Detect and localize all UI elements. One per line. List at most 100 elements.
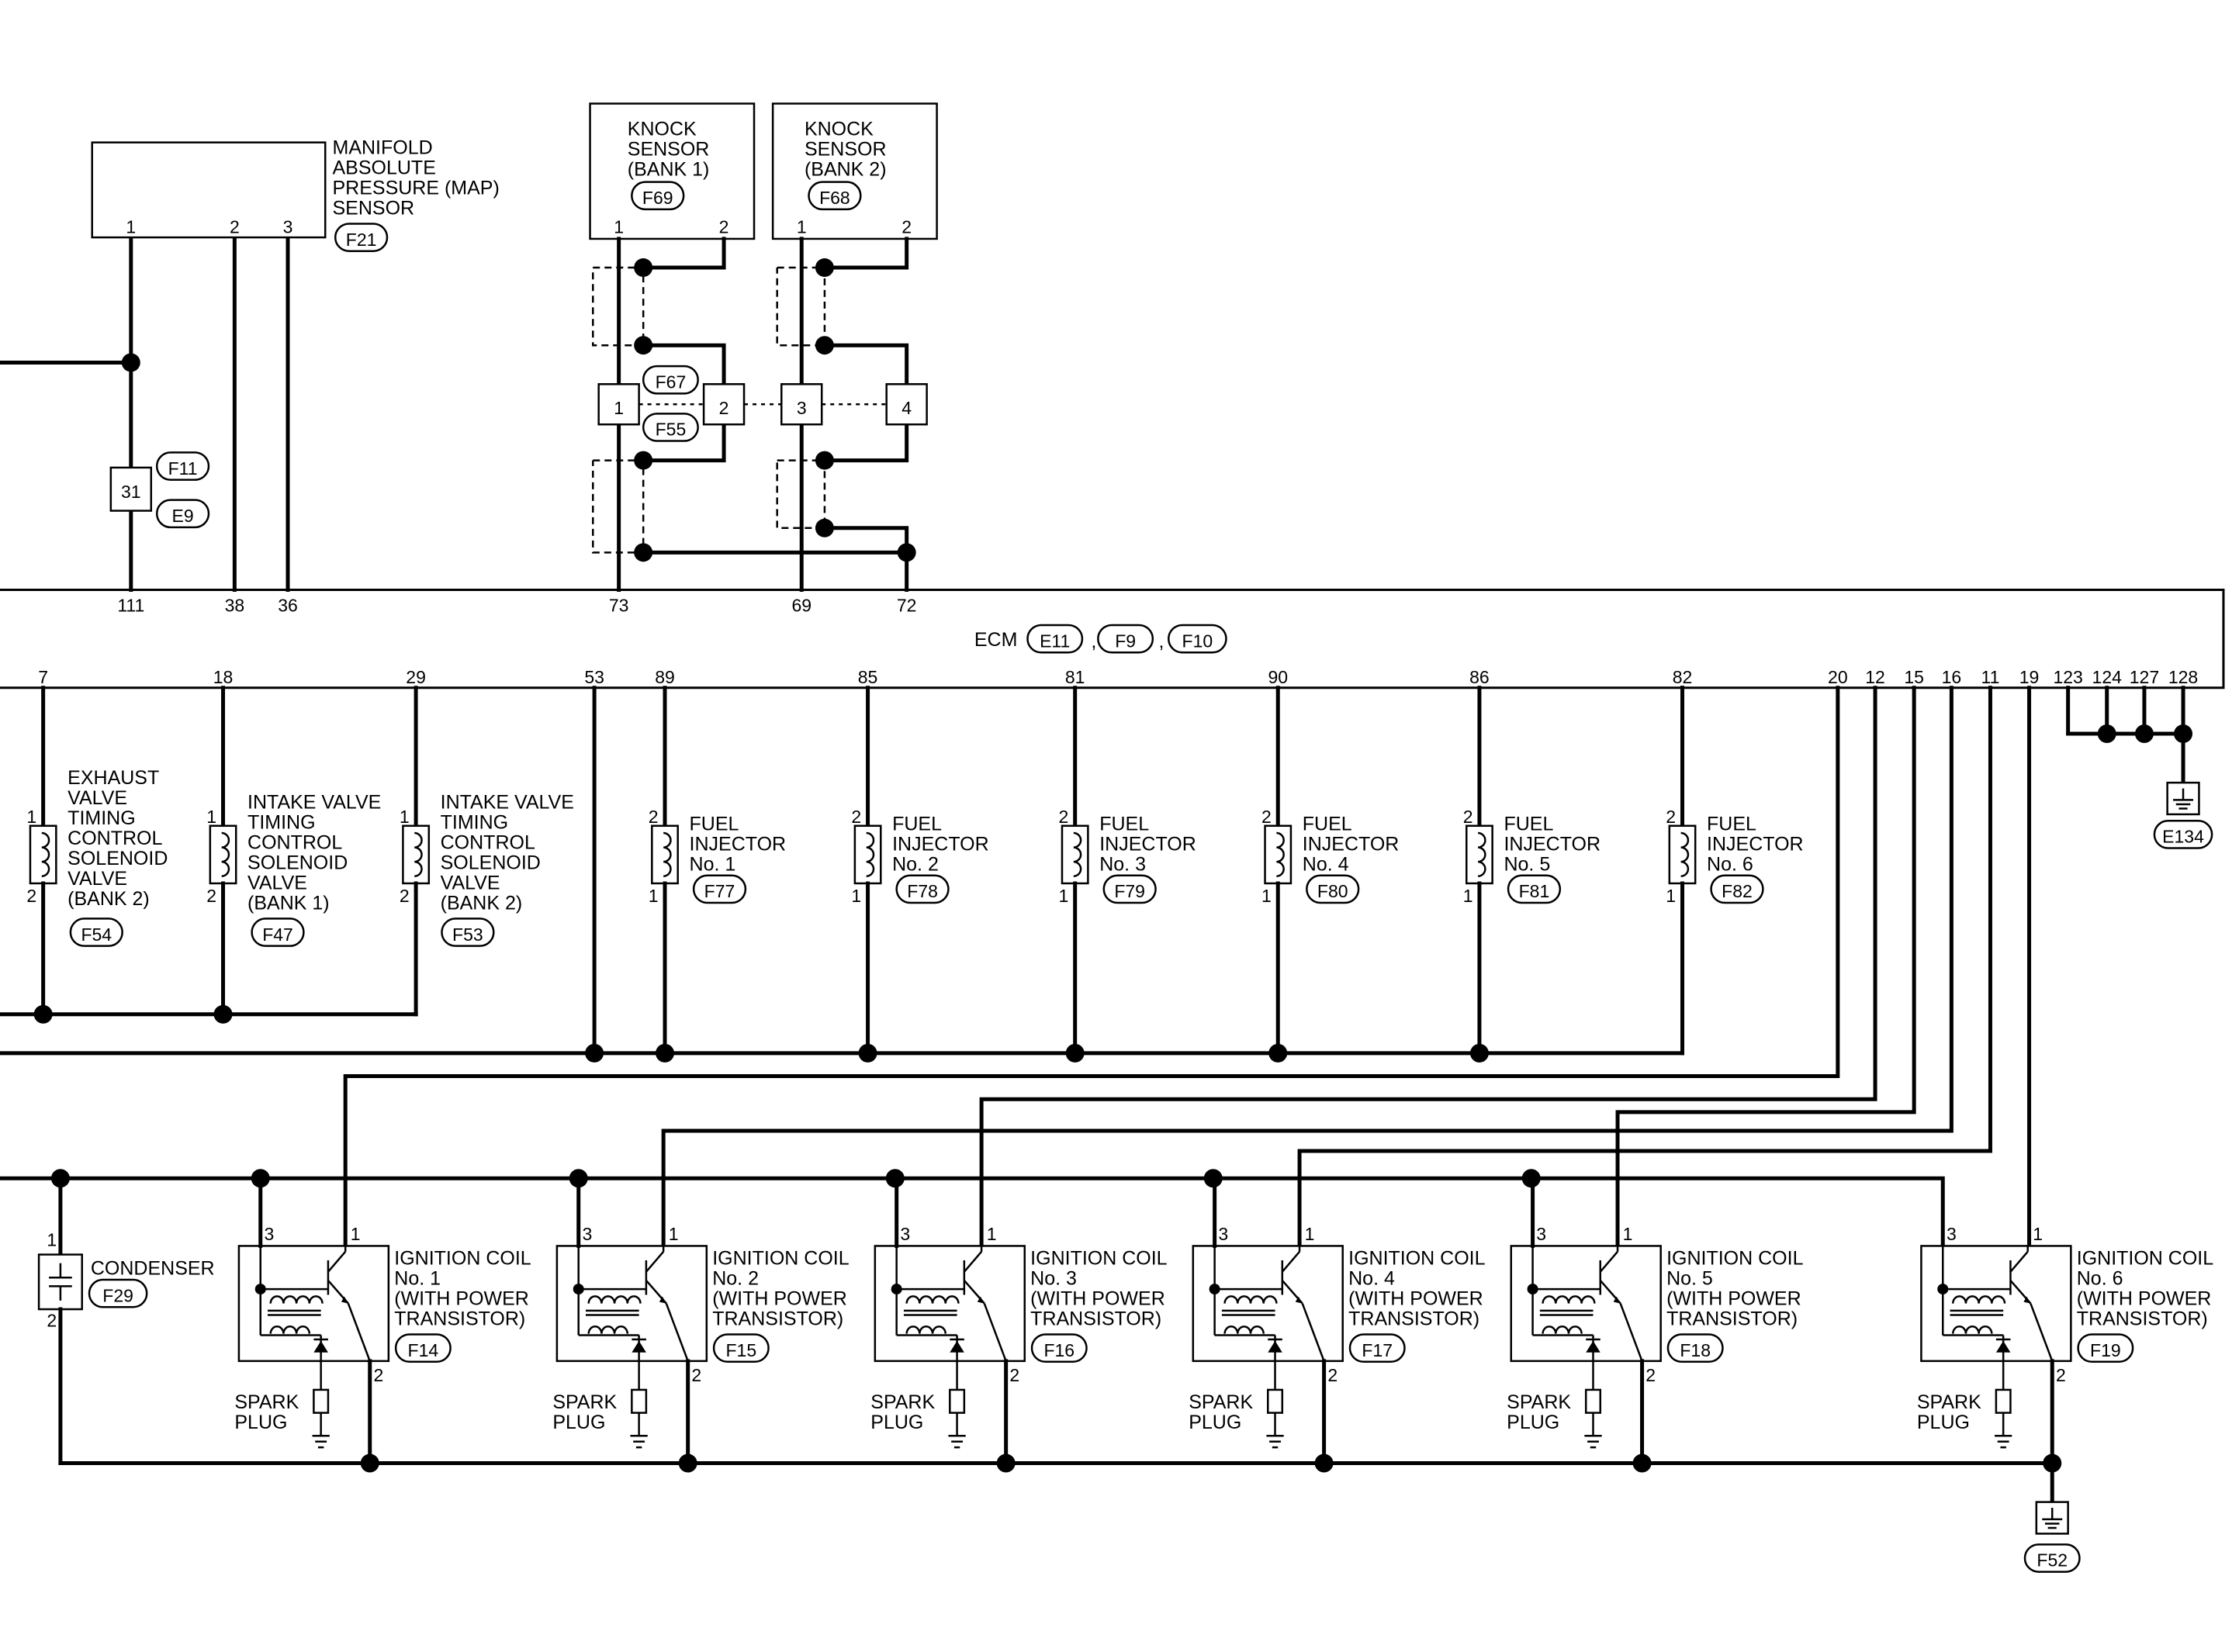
transistor-lead: [1301, 1303, 1325, 1362]
junction-dot: [1065, 1043, 1085, 1063]
ignition-connector-badge: F18: [1666, 1333, 1724, 1363]
spark-plug-icon: [1995, 1388, 2012, 1449]
knock-pin: 1: [797, 217, 807, 237]
injector-label: FUEL: [1504, 813, 1553, 835]
injector-pin: 1: [1058, 886, 1068, 906]
junction-dot: [656, 1043, 675, 1063]
transistor-arrow: [2023, 1296, 2031, 1304]
knock2-wire: [822, 237, 909, 270]
ignition-coil-label: TRANSISTOR): [1348, 1308, 1479, 1329]
solenoid-valves: 12EXHAUSTVALVETIMINGCONTROLSOLENOIDVALVE…: [0, 686, 574, 1024]
ignition-coil-label: IGNITION COIL: [1348, 1248, 1486, 1270]
badge-outline: [334, 223, 389, 252]
injector-pin: 1: [1261, 886, 1272, 906]
winding: [866, 831, 875, 877]
injector-label: INJECTOR: [1707, 833, 1804, 855]
badge-outline: [1507, 874, 1562, 904]
injector-label: FUEL: [1707, 813, 1756, 835]
badge-outline: [155, 499, 210, 529]
knock-connector-badge: F69: [631, 181, 685, 211]
solenoid-label: TIMING: [67, 807, 136, 829]
connector-id: F55: [656, 420, 687, 440]
ecm-pin-bottom: 89: [655, 667, 675, 687]
ignition-coil-label: IGNITION COIL: [712, 1248, 850, 1270]
map-sensor-box: [91, 141, 327, 239]
injector-pin: 2: [649, 807, 659, 827]
badge-outline: [1710, 874, 1764, 904]
coil-pin: 1: [987, 1224, 997, 1244]
transistor-arrow: [341, 1296, 348, 1304]
badge-outline: [1102, 874, 1157, 904]
coil-icon: [1061, 824, 1089, 885]
solenoid-label: VALVE: [247, 872, 307, 893]
solenoid-pin: 1: [26, 807, 36, 827]
junction-dot: [815, 336, 834, 355]
knock2-shield: [776, 266, 826, 347]
coil-icon: [402, 824, 431, 885]
solenoid-label: INTAKE VALVE: [247, 792, 381, 814]
ecm-ground: E134: [2066, 686, 2213, 849]
junction-dot: [2097, 724, 2116, 744]
ground-icon: [2035, 1501, 2069, 1535]
connector-id: F10: [1182, 631, 1213, 651]
map-sensor-label: ABSOLUTE: [333, 157, 436, 178]
ecm-label: ECM: [974, 629, 1018, 651]
spark-plug-body: [949, 1388, 966, 1414]
ignition-coil-label: TRANSISTOR): [1030, 1308, 1161, 1329]
ecm-pin-top: 72: [897, 595, 917, 615]
spark-plug-label: SPARK: [1917, 1391, 1981, 1413]
ignition-connector-badge: F14: [394, 1333, 452, 1363]
injector-connector-badge: F79: [1102, 874, 1157, 904]
ecm-pin-bottom: 127: [2130, 667, 2159, 687]
connector-id: F67: [656, 372, 687, 392]
connector-id: F15: [726, 1340, 757, 1360]
coil-pin: 3: [1218, 1224, 1228, 1244]
injector-label: INJECTOR: [690, 833, 787, 855]
ground-icon: [2166, 781, 2200, 816]
badge-outline: [808, 181, 862, 211]
badge-outline: [1097, 624, 1154, 654]
ign-signal-3: [979, 686, 1877, 1248]
map-pin: 3: [283, 217, 293, 237]
badge-outline: [155, 451, 210, 481]
solenoid-connector-badge: F53: [441, 918, 495, 947]
winding: [41, 831, 50, 877]
ecm-pin-top: 73: [609, 595, 629, 615]
ignition-coil-label: IGNITION COIL: [2077, 1248, 2214, 1270]
coil-winding: [905, 1295, 960, 1334]
ecm-pin-bottom: 90: [1268, 667, 1288, 687]
winding: [1477, 831, 1486, 877]
winding: [1073, 831, 1082, 877]
injector-label: FUEL: [690, 813, 739, 835]
knock-joint-box: [702, 383, 746, 426]
knock-joint-badge: F67: [642, 365, 699, 395]
ecm-pin-bottom: 18: [213, 667, 234, 687]
knock1-shield: [592, 266, 645, 347]
ecm-pin-top: 36: [278, 595, 298, 615]
coil-pin: 3: [582, 1224, 592, 1244]
ignition-coil-label: TRANSISTOR): [394, 1308, 525, 1329]
coil-winding: [1951, 1295, 2006, 1334]
coil-icon: [651, 824, 679, 885]
injector-pin: 2: [1261, 807, 1272, 827]
coil-pin: 1: [1623, 1224, 1633, 1244]
ecm-pin-bottom: 12: [1865, 667, 1885, 687]
coil-body: [1264, 824, 1293, 885]
ground-connector-badge: E134: [2153, 820, 2213, 849]
ecm-pin-bottom: 123: [2053, 667, 2082, 687]
connector-id: E11: [1040, 631, 1070, 651]
spark-plug-icon: [312, 1388, 330, 1449]
junction-dot: [2134, 724, 2154, 744]
badge-outline: [1168, 624, 1227, 654]
ignition-signal-wires: [343, 686, 2032, 1248]
connector-id: F53: [452, 924, 483, 945]
junction-dot: [897, 543, 916, 562]
map-sensor-label: SENSOR: [333, 197, 415, 219]
injector-pin: 2: [851, 807, 861, 827]
ignition-coil-label: No. 1: [394, 1268, 441, 1290]
spark-plug-label: PLUG: [1189, 1412, 1241, 1433]
badge-outline: [1306, 874, 1360, 904]
